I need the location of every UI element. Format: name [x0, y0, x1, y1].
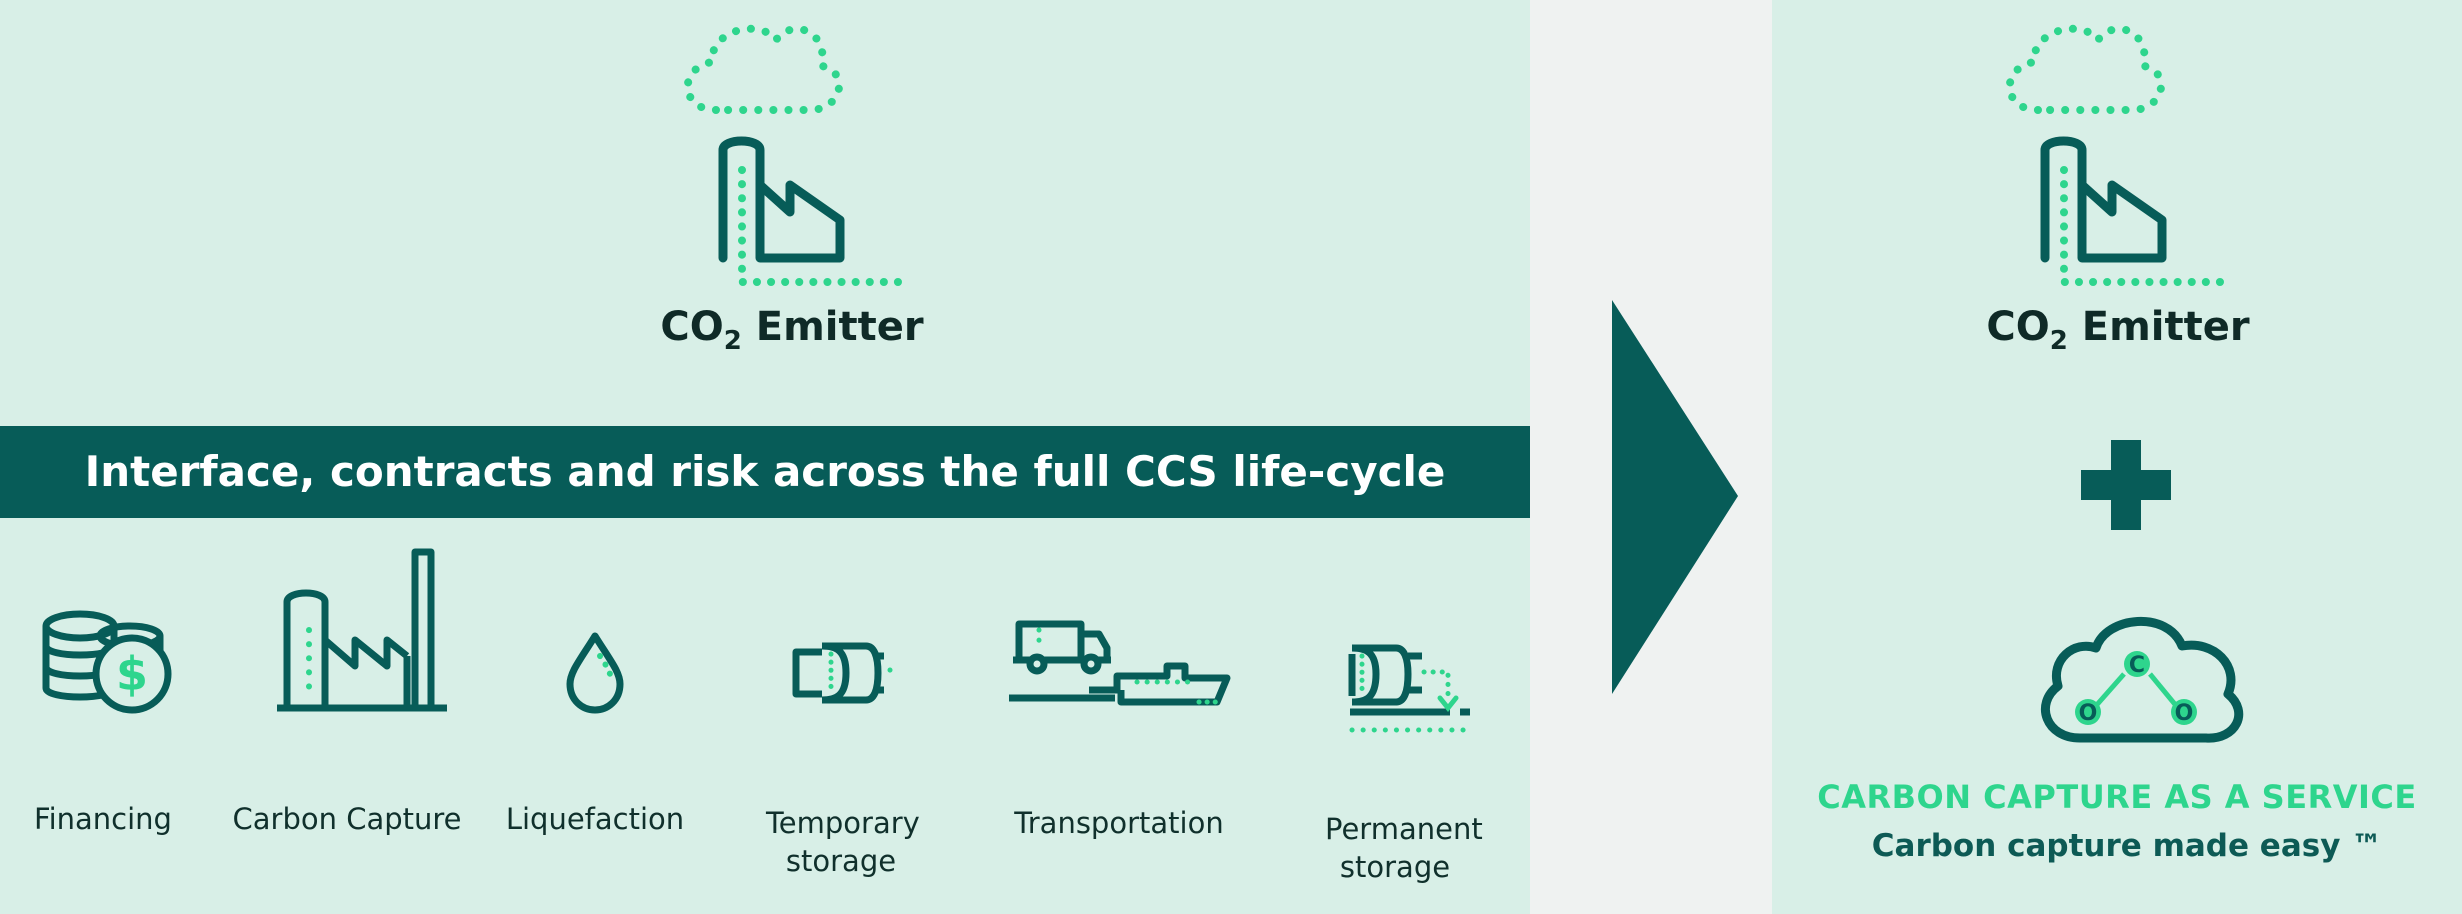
truck-ship-icon: [1009, 620, 1231, 706]
stage-label: Carbon Capture: [232, 802, 462, 836]
stage-label: Permanent storage: [1325, 812, 1483, 884]
injection-tank-icon: [1348, 644, 1471, 733]
stage-label: Liquefaction: [505, 802, 685, 836]
stage-permanent-storage: Permanent storage: [1270, 570, 1520, 884]
left-panel: CO2 Emitter Interface, contracts and ris…: [0, 0, 1530, 914]
stage-carbon-capture: Carbon Capture: [222, 548, 472, 836]
emitter-label: CO2 Emitter: [1986, 304, 2250, 356]
factory-icon: [277, 548, 447, 712]
service-subtitle: Carbon capture made easy ™: [1871, 828, 2383, 864]
svg-text:O: O: [2079, 701, 2098, 726]
service-title: CARBON CAPTURE AS A SERVICE: [1817, 778, 2417, 816]
stage-label: Temporary storage: [766, 806, 920, 878]
svg-text:$: $: [116, 647, 148, 701]
stage-label: Transportation: [1014, 806, 1224, 840]
svg-text:C: C: [2129, 653, 2145, 678]
stage-label: Financing: [34, 802, 172, 836]
stage-transportation: Transportation: [994, 570, 1244, 840]
svg-text:O: O: [2175, 701, 2194, 726]
coins-dollar-icon: $: [42, 610, 172, 714]
storage-tank-icon: [792, 642, 893, 704]
lifecycle-banner: Interface, contracts and risk across the…: [0, 426, 1530, 518]
transition-arrow-icon: [1612, 300, 1738, 694]
emitter-factory-icon: [683, 24, 909, 286]
stage-temporary-storage: Temporary storage: [716, 570, 966, 878]
emitter-factory-icon: [2005, 24, 2231, 286]
stage-liquefaction: Liquefaction: [470, 570, 720, 836]
stage-financing: $ Financing: [0, 570, 228, 836]
droplet-icon: [566, 632, 624, 714]
co2-cloud-icon: O C O: [2040, 617, 2244, 743]
plus-icon: [2081, 440, 2171, 530]
emitter-label: CO2 Emitter: [660, 304, 924, 356]
